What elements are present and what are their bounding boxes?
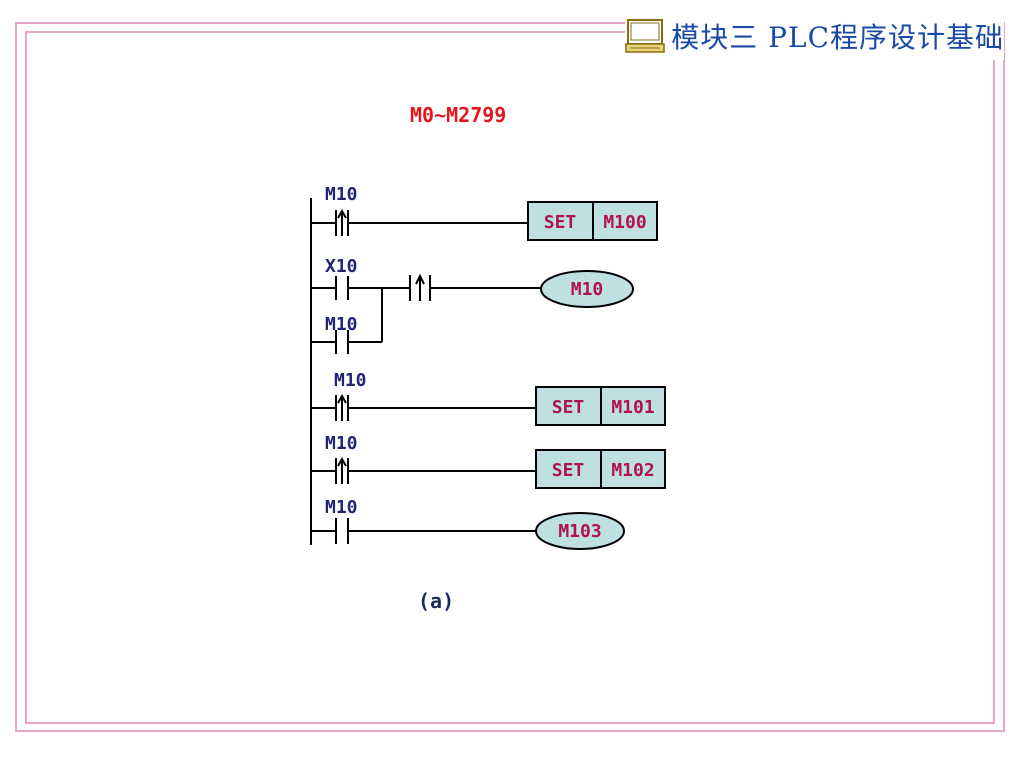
rung-5-no-contact [311, 518, 537, 544]
rung-3-operand: M101 [611, 397, 654, 418]
rung-5-contact-label: M10 [325, 497, 358, 518]
rung-1-rising-edge-contact [311, 208, 528, 236]
rung-4-operand: M102 [611, 460, 654, 481]
rung-3: M10 SET M101 [311, 370, 666, 426]
rung-2: X10 M10 M10 [311, 256, 634, 354]
rung-3-rising-edge-contact [311, 393, 536, 421]
rung-1: M10 SET M100 [311, 184, 658, 241]
rung-4-instruction: SET [552, 460, 585, 481]
rung-3-instruction: SET [552, 397, 585, 418]
rung-5: M10 M103 [311, 497, 625, 550]
rung-4-contact-label: M10 [325, 433, 358, 454]
rung-5-coil: M103 [558, 521, 601, 542]
rung-2-coil: M10 [571, 279, 604, 300]
slide-frame-inner [25, 31, 995, 724]
rung-2-parallel-contact-label: M10 [325, 314, 358, 335]
monitor-icon [625, 19, 665, 53]
rung-4: M10 SET M102 [311, 433, 666, 489]
rung-3-contact-label: M10 [334, 370, 367, 391]
slide-frame-outer [15, 22, 1005, 732]
rung-4-rising-edge-contact [311, 456, 536, 484]
rung-1-instruction: SET [544, 212, 577, 233]
figure-caption: (a) [418, 589, 455, 613]
rung-1-contact-label: M10 [325, 184, 358, 205]
rung-2-contact-label: X10 [325, 256, 358, 277]
rung-2-rising-edge-contact [409, 273, 541, 301]
rung-1-operand: M100 [603, 212, 646, 233]
rung-2-parallel-no-contact [311, 288, 383, 354]
slide-header: 模块三 PLC程序设计基础 [625, 12, 1004, 60]
rung-2-no-contact [311, 276, 410, 300]
address-range-label: M0~M2799 [410, 103, 507, 127]
slide-title: 模块三 PLC程序设计基础 [671, 21, 1004, 54]
